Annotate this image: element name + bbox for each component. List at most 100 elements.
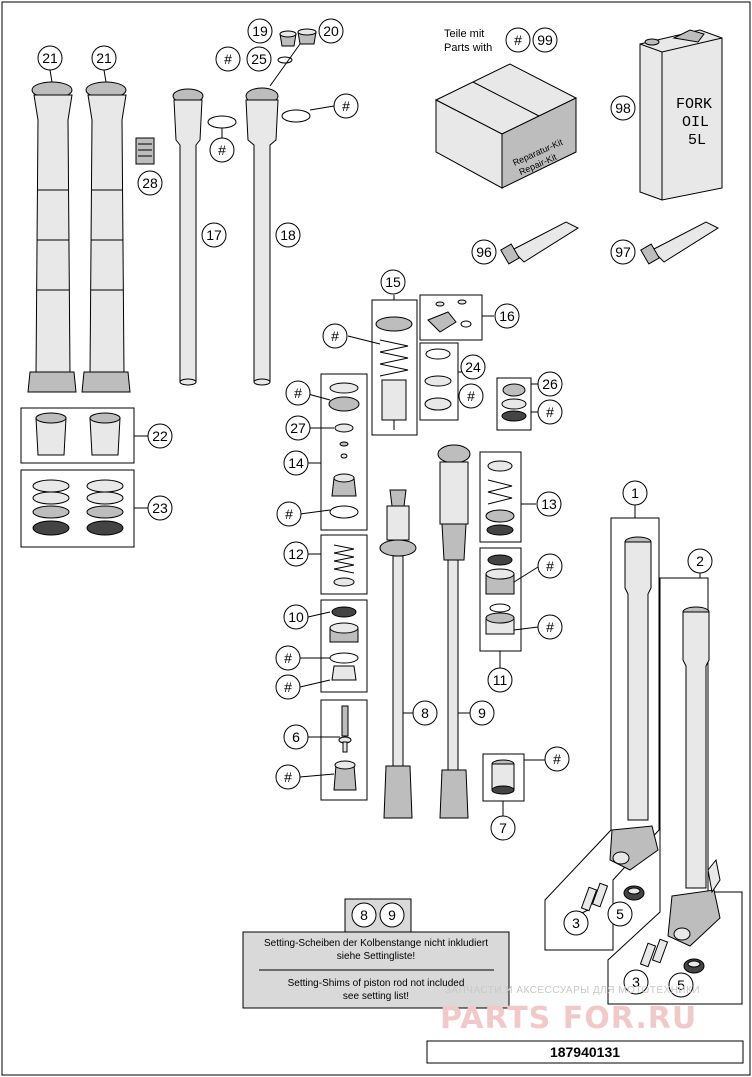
svg-text:96: 96 — [476, 244, 492, 260]
svg-text:#: # — [546, 558, 554, 574]
svg-text:27: 27 — [290, 420, 306, 436]
svg-text:3: 3 — [572, 915, 580, 931]
svg-text:5: 5 — [616, 906, 624, 922]
group-box-15 — [347, 295, 418, 436]
part-number-box: 187940131 — [426, 1040, 744, 1064]
fork-leg-1-outline — [544, 505, 660, 951]
callout-5b: 5 — [668, 972, 694, 998]
svg-text:99: 99 — [537, 32, 553, 48]
group-box-13 — [479, 451, 536, 543]
svg-text:23: 23 — [152, 500, 168, 516]
callout-hash-15: # — [322, 323, 348, 349]
svg-text:18: 18 — [280, 227, 296, 243]
svg-text:15: 15 — [385, 274, 401, 290]
callout-15: 15 — [380, 269, 406, 295]
svg-text:#: # — [553, 751, 561, 767]
callout-18: 18 — [275, 222, 301, 248]
callout-96: 96 — [471, 239, 497, 265]
callout-hash-26: # — [537, 399, 563, 425]
callout-hash-25: # — [215, 46, 241, 72]
inner-tube-18 — [245, 87, 279, 386]
svg-text:3: 3 — [632, 974, 640, 990]
callout-hash-tube17: # — [209, 128, 235, 163]
svg-text:13: 13 — [541, 496, 557, 512]
svg-text:ЗАПЧАСТИ И АКСЕССУАРЫ ДЛЯ МОТО: ЗАПЧАСТИ И АКСЕССУАРЫ ДЛЯ МОТОТЕХНИКИ — [445, 985, 700, 996]
svg-text:#: # — [218, 142, 226, 158]
callout-27: 27 — [285, 415, 311, 441]
fork-leg-2 — [667, 606, 721, 947]
outer-tube-right — [81, 81, 131, 393]
setting-note: 8 9 Setting-Scheiben der Kolbenstange ni… — [242, 898, 510, 1009]
group-box-16 — [419, 294, 494, 341]
svg-text:16: 16 — [499, 308, 515, 324]
svg-text:5L: 5L — [688, 132, 706, 149]
callout-hash-11a: # — [537, 553, 563, 579]
svg-text:#: # — [467, 388, 475, 404]
grease-tube-96 — [500, 221, 580, 265]
svg-text:Teile mit: Teile mit — [444, 28, 484, 40]
svg-text:1: 1 — [631, 485, 639, 501]
decal-sticker — [135, 137, 155, 165]
grease-tube-97 — [640, 221, 720, 265]
plug-5b — [683, 958, 705, 974]
callout-12: 12 — [283, 541, 309, 567]
svg-text:11: 11 — [493, 672, 508, 688]
callout-6: 6 — [283, 724, 309, 750]
group-box-7 — [482, 753, 546, 816]
callout-hash-6: # — [275, 764, 301, 790]
plug-5a — [623, 885, 645, 901]
cap-19 — [279, 30, 297, 47]
svg-text:Setting-Shims of piston rod no: Setting-Shims of piston rod not included — [288, 978, 465, 989]
callout-hash-10a: # — [275, 645, 301, 671]
callout-17: 17 — [201, 222, 227, 248]
svg-text:98: 98 — [615, 100, 631, 116]
fork-leg-2-outline — [607, 573, 743, 1005]
callout-98: 98 — [610, 95, 636, 121]
callout-3b: 3 — [623, 969, 649, 995]
svg-text:21: 21 — [42, 50, 58, 66]
group-box-6 — [299, 699, 368, 801]
callout-8: 8 — [412, 700, 438, 726]
callout-21b: 21 — [91, 45, 117, 83]
svg-text:10: 10 — [288, 609, 304, 625]
svg-text:#: # — [342, 98, 350, 114]
callout-24: 24 — [460, 354, 486, 380]
svg-text:26: 26 — [542, 376, 558, 392]
svg-text:17: 17 — [206, 227, 222, 243]
svg-text:187940131: 187940131 — [550, 1044, 620, 1060]
inner-tube-17 — [172, 88, 204, 386]
callout-10: 10 — [283, 604, 309, 630]
kit-note: Teile mit Parts with # 99 — [444, 27, 558, 54]
svg-text:8: 8 — [360, 907, 368, 923]
svg-text:#: # — [284, 650, 292, 666]
group-box-10 — [299, 599, 368, 693]
callout-21a: 21 — [37, 45, 63, 83]
svg-text:19: 19 — [252, 23, 268, 39]
svg-text:#: # — [546, 619, 554, 635]
callout-97: 97 — [610, 239, 636, 265]
fork-oil-can: FORK OIL 5L — [639, 29, 723, 201]
callout-9: 9 — [469, 700, 495, 726]
callout-hash-24: # — [458, 383, 484, 409]
callout-3a: 3 — [563, 910, 589, 936]
svg-text:22: 22 — [152, 428, 168, 444]
svg-text:14: 14 — [288, 455, 304, 471]
svg-text:7: 7 — [499, 820, 507, 836]
piston-rod-8 — [379, 489, 417, 819]
svg-text:PARTS FOR.RU: PARTS FOR.RU — [440, 1001, 697, 1036]
fork-leg-1 — [609, 536, 659, 871]
svg-text:FORK: FORK — [676, 96, 712, 113]
svg-text:12: 12 — [288, 546, 304, 562]
callout-hash-14b: # — [276, 501, 302, 527]
svg-text:5: 5 — [677, 977, 685, 993]
group-box-26 — [496, 377, 540, 431]
svg-text:6: 6 — [292, 729, 300, 745]
callout-5a: 5 — [607, 901, 633, 927]
callout-14: 14 — [283, 450, 309, 476]
group-box-14 — [299, 373, 368, 531]
svg-text:#: # — [284, 679, 292, 695]
piston-rod-9 — [437, 444, 471, 819]
svg-text:25: 25 — [251, 51, 267, 67]
group-box-23 — [20, 469, 148, 548]
